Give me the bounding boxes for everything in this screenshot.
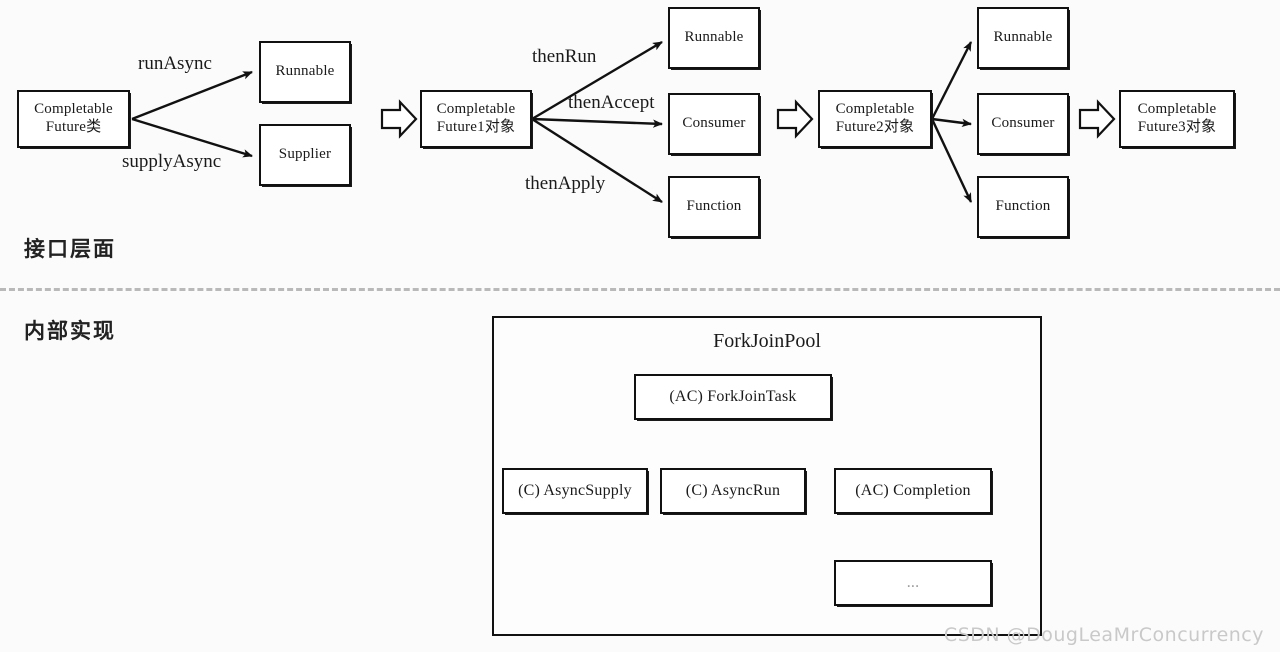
caption-interface-layer: 接口层面 [24,237,116,261]
block-arrow-to-cf3 [1078,99,1116,139]
node-completablefuture1-object[interactable]: Completable Future1对象 [420,90,532,148]
node-completablefuture-class[interactable]: Completable Future类 [17,90,130,148]
node-stage2-function[interactable]: Function [668,176,760,238]
node-stage2-consumer[interactable]: Consumer [668,93,760,155]
node-completion-subclasses-ellipsis[interactable]: ... [834,560,992,606]
node-stage2-runnable[interactable]: Runnable [668,7,760,69]
edge-label-thenrun: thenRun [532,46,597,67]
edge-thenaccept [531,117,663,128]
forkjoinpool-title: ForkJoinPool [713,330,821,352]
edge-runasync [131,70,253,121]
block-arrow-to-cf1 [380,99,418,139]
edge-label-thenaccept: thenAccept [568,92,655,113]
node-stage3-runnable[interactable]: Runnable [977,7,1069,69]
edge-label-thenapply: thenApply [525,173,606,194]
node-asyncrun[interactable]: (C) AsyncRun [660,468,806,514]
node-stage3-function[interactable]: Function [977,176,1069,238]
node-asyncsupply[interactable]: (C) AsyncSupply [502,468,648,514]
edge-cf2-function [930,118,973,203]
node-stage3-consumer[interactable]: Consumer [977,93,1069,155]
node-completion[interactable]: (AC) Completion [834,468,992,514]
edge-label-runasync: runAsync [138,53,212,74]
node-stage1-runnable[interactable]: Runnable [259,41,351,103]
csdn-watermark: CSDN @DougLeaMrConcurrency [943,624,1264,646]
block-arrow-to-cf2 [776,99,814,139]
caption-internal-implementation: 内部实现 [24,319,116,343]
node-completablefuture3-object[interactable]: Completable Future3对象 [1119,90,1235,148]
edge-cf2-consumer [931,117,972,128]
node-stage1-supplier[interactable]: Supplier [259,124,351,186]
node-forkjointask[interactable]: (AC) ForkJoinTask [634,374,832,420]
section-divider [0,288,1280,291]
edge-label-supplyasync: supplyAsync [122,151,222,172]
node-completablefuture2-object[interactable]: Completable Future2对象 [818,90,932,148]
edge-cf2-runnable [930,41,973,120]
